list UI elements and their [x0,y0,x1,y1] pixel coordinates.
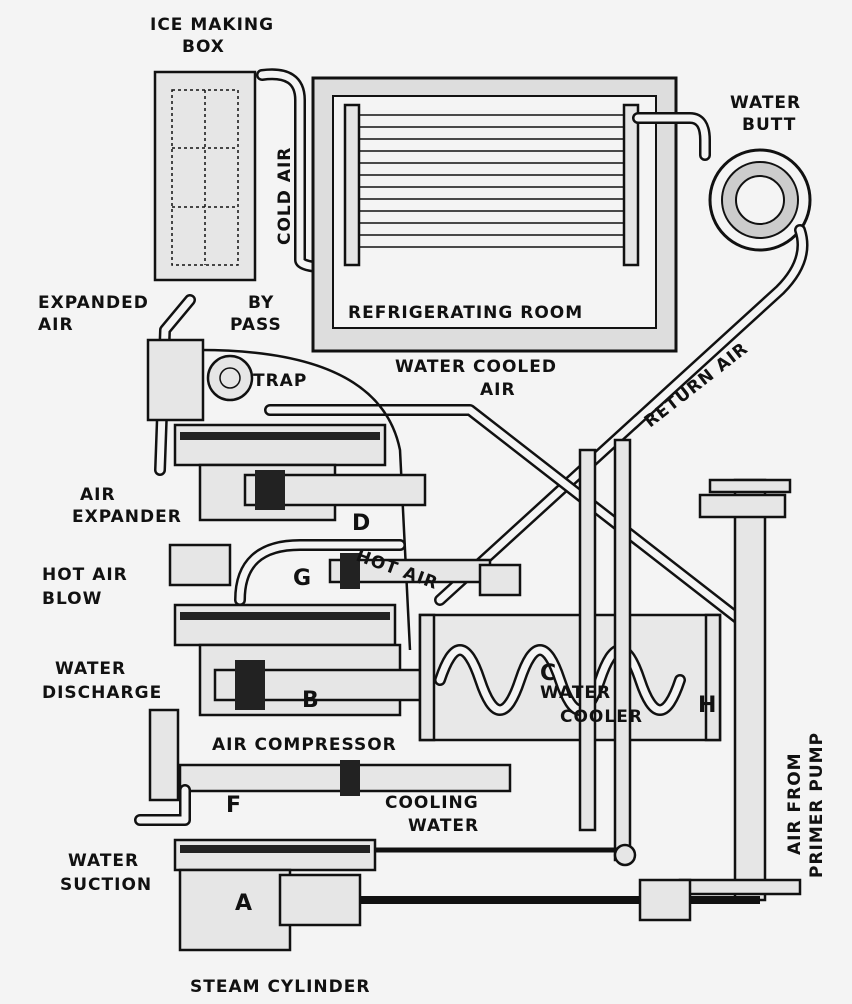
air-compressor [173,603,457,717]
label-air-from-primer-pump-2: PRIMER PUMP [807,732,827,878]
label-refrigerating-room: REFRIGERATING ROOM [348,303,583,323]
label-expanded-air: EXPANDED [38,293,149,313]
label-water-discharge-2: DISCHARGE [42,683,162,703]
label-air-from-primer-pump: AIR FROM [785,752,805,855]
label-ice-making-box-2: BOX [182,37,225,57]
label-air-compressor: AIR COMPRESSOR [212,735,397,755]
water-butt [708,148,812,252]
refrigerating-room [311,76,678,353]
label-g: G [293,566,312,591]
label-ice-making-box: ICE MAKING [150,15,274,35]
water-cooler [418,613,722,742]
by-pass-pipe [199,348,412,651]
flywheel-shaft [578,438,802,902]
label-water-cooled-air-2: AIR [480,380,516,400]
label-b: B [302,688,320,713]
air-expander [173,423,427,522]
label-h: H [698,693,717,718]
label-expanded-air-2: AIR [38,315,74,335]
label-cold-air: COLD AIR [275,147,295,245]
label-hot-air-blow: HOT AIR [42,565,128,585]
label-water-butt: WATER [730,93,801,113]
ice-making-box [153,70,257,282]
label-water-suction: WATER [68,851,139,871]
label-return-air: RETURN AIR [641,339,753,432]
label-water-butt-2: BUTT [742,115,796,135]
label-cooling-water-2: WATER [408,816,479,836]
trap [146,338,254,422]
label-air-expander-2: EXPANDER [72,507,182,527]
label-by-pass-2: PASS [230,315,282,335]
label-steam-cylinder: STEAM CYLINDER [190,977,370,997]
label-f: F [226,793,242,818]
label-water-discharge: WATER [55,659,126,679]
label-a: A [235,891,253,916]
label-water-cooler-2: COOLER [560,707,643,727]
steam-cylinder [173,838,760,952]
label-hot-air-blow-2: BLOW [42,589,102,609]
hot-air-cylinder-g [168,539,522,606]
label-trap: TRAP [253,371,307,391]
label-by-pass: BY [248,293,274,313]
label-c: C [540,661,557,686]
cooling-water-pump [134,708,512,826]
label-water-cooled-air: WATER COOLED [395,357,557,377]
label-cooling-water: COOLING [385,793,479,813]
label-d: D [352,511,371,536]
label-water-suction-2: SUCTION [60,875,152,895]
label-water-cooler: WATER [540,683,611,703]
label-air-expander: AIR [80,485,116,505]
